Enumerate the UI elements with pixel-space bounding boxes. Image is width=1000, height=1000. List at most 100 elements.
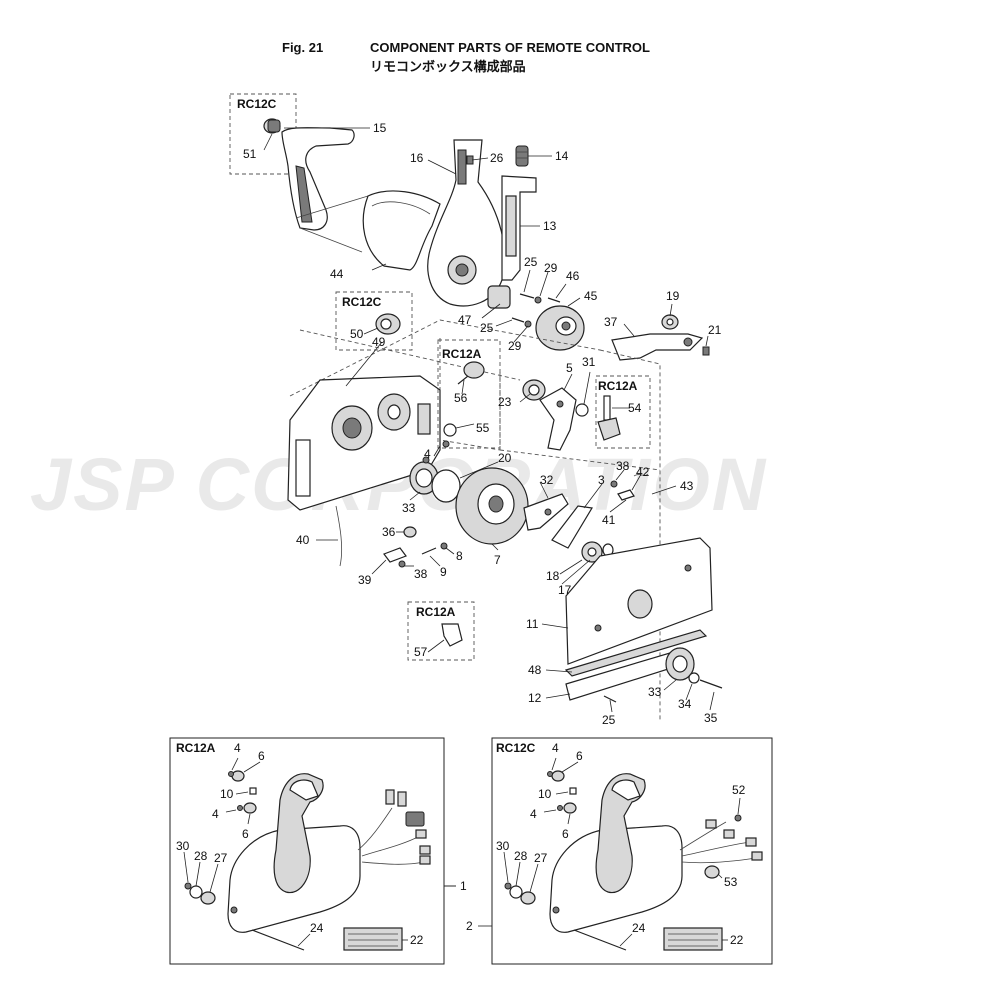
washer-34 bbox=[688, 672, 700, 684]
label-43: 43 bbox=[680, 479, 694, 493]
variant-tag-rc12a: RC12A bbox=[442, 347, 482, 361]
rc12a-label-4-upper: 4 bbox=[234, 741, 241, 755]
rc12c-cap-52 bbox=[734, 814, 742, 822]
label-38-upper: 38 bbox=[616, 459, 630, 473]
rc12a-leader-lines bbox=[183, 757, 456, 947]
rc12c-label-4-lower: 4 bbox=[530, 807, 537, 821]
rc12a-caution-label-22 bbox=[343, 927, 403, 951]
rc12a-label-6-upper: 6 bbox=[258, 749, 265, 763]
label-49: 49 bbox=[372, 335, 386, 349]
label-25-top: 25 bbox=[524, 255, 538, 269]
rc12a-pin-callout-box bbox=[437, 339, 501, 449]
rc12a-bushing-28 bbox=[189, 885, 203, 899]
side-cover-11 bbox=[565, 537, 713, 665]
rc12c-leader-lines bbox=[444, 757, 741, 947]
rc12c-remote-control-box bbox=[549, 773, 683, 933]
rc12c-label-6-upper: 6 bbox=[576, 749, 583, 763]
pin-56 bbox=[457, 361, 485, 385]
rc12a-remote-control-box bbox=[227, 773, 361, 933]
rc12a-washer-30 bbox=[184, 882, 192, 890]
shift-plate-5 bbox=[539, 387, 577, 451]
label-33-upper: 33 bbox=[402, 501, 416, 515]
label-21: 21 bbox=[708, 323, 722, 337]
spring-14 bbox=[515, 145, 529, 167]
label-4-mid: 4 bbox=[424, 447, 431, 461]
label-32: 32 bbox=[540, 473, 554, 487]
rc12c-cap-6-lower bbox=[563, 802, 577, 814]
label-39: 39 bbox=[358, 573, 372, 587]
label-18: 18 bbox=[546, 569, 560, 583]
variant-tag-rc12c: RC12C bbox=[237, 97, 277, 111]
rc12a-washer-4-lower bbox=[237, 805, 243, 811]
label-50: 50 bbox=[350, 327, 364, 341]
label-29-top: 29 bbox=[544, 261, 558, 275]
washer-19 bbox=[661, 314, 679, 330]
control-lever-16 bbox=[427, 139, 506, 307]
label-54: 54 bbox=[628, 401, 642, 415]
pin-25-upper bbox=[519, 293, 535, 299]
label-45: 45 bbox=[584, 289, 598, 303]
assembly-guide-lines bbox=[289, 319, 661, 720]
rc12c-washer-4-upper bbox=[547, 771, 553, 777]
neutral-switch-54 bbox=[597, 395, 621, 441]
label-29-mid: 29 bbox=[508, 339, 522, 353]
rc12c-label-6-lower: 6 bbox=[562, 827, 569, 841]
cap-36 bbox=[403, 526, 417, 538]
rc12c-label-27: 27 bbox=[534, 851, 548, 865]
rc12c-cap-6-upper bbox=[551, 770, 565, 782]
rc12a-washer-4-upper bbox=[228, 771, 234, 777]
rc12c-label-4-upper: 4 bbox=[552, 741, 559, 755]
washer-4-upper bbox=[442, 440, 450, 448]
label-19: 19 bbox=[666, 289, 680, 303]
control-handle-15 bbox=[281, 127, 355, 231]
rc12a-label-30: 30 bbox=[176, 839, 190, 853]
label-38-lower: 38 bbox=[414, 567, 428, 581]
figure-title: COMPONENT PARTS OF REMOTE CONTROL bbox=[370, 40, 650, 55]
rc12a-label-24: 24 bbox=[310, 921, 324, 935]
screw-9 bbox=[421, 547, 437, 555]
rc12a-label-22: 22 bbox=[410, 933, 424, 947]
shift-arm-32 bbox=[523, 493, 569, 531]
rc12a-wire-harness bbox=[357, 789, 431, 865]
label-47: 47 bbox=[458, 313, 472, 327]
rc12a-spacer-10 bbox=[249, 787, 257, 795]
rc12c-washer-4-lower bbox=[557, 805, 563, 811]
variant-tag-rc12c-2: RC12C bbox=[342, 295, 382, 309]
pin-38-upper bbox=[610, 480, 618, 488]
oil-seal-33-lower bbox=[665, 647, 695, 681]
rc12c-label-24: 24 bbox=[632, 921, 646, 935]
figure-title-japanese: リモコンボックス構成部品 bbox=[370, 59, 526, 74]
label-12: 12 bbox=[528, 691, 542, 705]
label-51: 51 bbox=[243, 147, 257, 161]
neutral-cam-13 bbox=[501, 175, 537, 281]
spring-42 bbox=[633, 473, 649, 477]
wire-40 bbox=[335, 505, 343, 567]
label-33-lower: 33 bbox=[648, 685, 662, 699]
o-ring-20 bbox=[431, 469, 461, 503]
label-56: 56 bbox=[454, 391, 468, 405]
label-7: 7 bbox=[494, 553, 501, 567]
rc12a-assembly-panel bbox=[169, 737, 445, 965]
rc12a-cap-27 bbox=[200, 891, 216, 905]
washer-29-upper bbox=[534, 296, 542, 304]
label-25-mid: 25 bbox=[480, 321, 494, 335]
washer-31 bbox=[575, 403, 589, 417]
label-15: 15 bbox=[373, 121, 387, 135]
washer-29-lower bbox=[524, 320, 532, 328]
handle-cover-44 bbox=[362, 190, 441, 271]
rc12a-label-10: 10 bbox=[220, 787, 234, 801]
rc12c-panel-title: RC12C bbox=[496, 741, 536, 755]
screw-25-lower bbox=[603, 695, 617, 703]
label-40: 40 bbox=[296, 533, 310, 547]
rc12c-label-52: 52 bbox=[732, 783, 746, 797]
rc12c-label-28: 28 bbox=[514, 849, 528, 863]
rc12c-wire-harness bbox=[679, 819, 763, 864]
pin-25-lower bbox=[511, 317, 525, 323]
variant-tag-rc12a-3: RC12A bbox=[416, 605, 456, 619]
leader-lines bbox=[263, 127, 715, 713]
label-42: 42 bbox=[636, 465, 650, 479]
label-11: 11 bbox=[526, 617, 539, 631]
bushing-50 bbox=[375, 313, 401, 335]
label-20: 20 bbox=[498, 451, 512, 465]
screw-46 bbox=[547, 297, 561, 303]
